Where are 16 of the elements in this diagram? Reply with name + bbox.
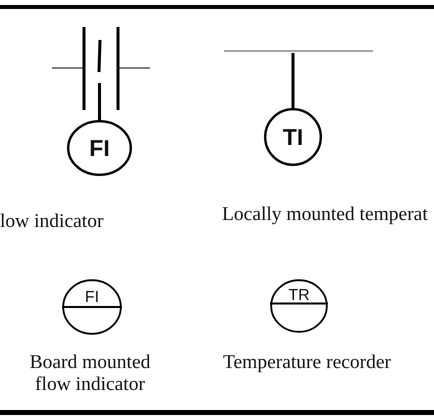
- instrument-tag: FI: [89, 136, 110, 160]
- board-instrument-bubble: [62, 279, 122, 335]
- instrument-tag: TI: [282, 126, 304, 148]
- symbol-caption: low indicator: [0, 211, 104, 233]
- symbol-caption: Board mounted flow indicator: [28, 352, 152, 396]
- board-instrument-bubble: [270, 279, 328, 333]
- instrument-tag: TR: [288, 288, 310, 304]
- symbol-caption: Locally mounted temperat: [222, 204, 428, 226]
- instrument-bubble: [67, 120, 132, 176]
- instrument-tag: FI: [84, 290, 100, 306]
- orifice-plate-symbol: [50, 25, 152, 110]
- connection-line: [98, 110, 101, 120]
- connection-line: [292, 53, 294, 108]
- symbol-caption: Temperature recorder: [222, 352, 392, 374]
- instrument-bubble: [264, 108, 322, 166]
- pipe-line: [224, 49, 373, 53]
